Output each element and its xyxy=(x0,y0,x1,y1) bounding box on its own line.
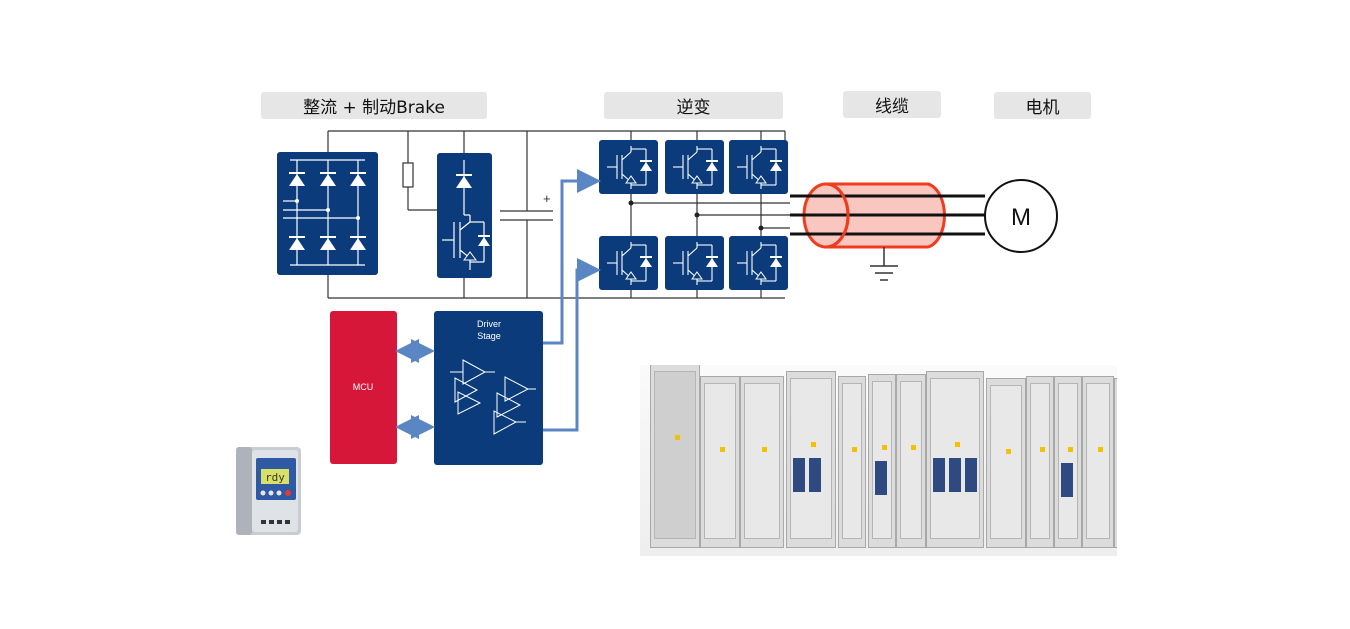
label-cable: 线缆 xyxy=(843,91,941,118)
cabinet-section xyxy=(700,376,740,548)
shielded-cable xyxy=(790,182,985,281)
igbt-module-3 xyxy=(729,140,788,194)
svg-text:Stage: Stage xyxy=(477,331,501,341)
svg-text:M: M xyxy=(1011,204,1031,231)
cabinet-section xyxy=(926,371,984,548)
svg-text:Driver: Driver xyxy=(477,319,501,329)
cabinet-photo xyxy=(640,365,1117,556)
cabinet-section xyxy=(1026,376,1054,548)
cabinet-section xyxy=(650,365,700,548)
cabinet-section xyxy=(786,371,836,548)
driver-stage-block: Driver Stage xyxy=(434,311,543,465)
igbt-module-4 xyxy=(599,236,658,290)
igbt-module-5 xyxy=(665,236,724,290)
mcu-block: MCU xyxy=(330,311,397,464)
igbt-module-1 xyxy=(599,140,658,194)
inverter-modules xyxy=(599,140,788,290)
cabinet-section xyxy=(838,376,866,548)
cabinet-section xyxy=(896,374,926,548)
cabinet-section xyxy=(868,374,896,548)
capacitor-plus-sign: + xyxy=(543,191,551,206)
label-motor: 电机 xyxy=(994,92,1091,119)
label-rectifier-brake: 整流 + 制动Brake xyxy=(261,92,487,119)
cabinet-section xyxy=(1082,376,1114,548)
cabinet-section xyxy=(1054,376,1082,548)
brake-resistor xyxy=(402,162,414,188)
motor-symbol: M xyxy=(984,179,1058,253)
brake-chopper-module xyxy=(437,153,492,278)
igbt-module-2 xyxy=(665,140,724,194)
cabinet-section xyxy=(986,378,1026,548)
svg-text:rdy: rdy xyxy=(265,471,285,484)
dc-bus-wires xyxy=(327,130,790,299)
signal-arrows xyxy=(395,169,601,439)
cabinet-section xyxy=(1114,378,1117,548)
small-drive-image: rdy xyxy=(236,447,301,535)
igbt-module-6 xyxy=(729,236,788,290)
svg-text:MCU: MCU xyxy=(353,382,374,392)
rectifier-module xyxy=(277,152,378,275)
junction-dots xyxy=(628,200,764,231)
cabinet-section xyxy=(740,376,784,548)
label-inverter: 逆变 xyxy=(604,92,783,119)
